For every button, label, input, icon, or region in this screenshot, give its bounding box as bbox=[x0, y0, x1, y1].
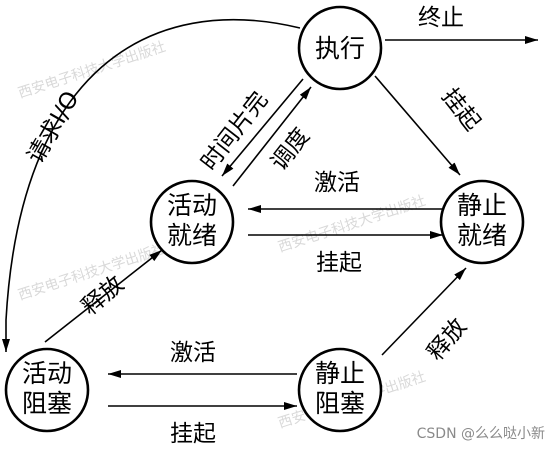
watermark-2: 西安电子科技大学出版社 bbox=[276, 193, 427, 256]
edge-dispatch bbox=[232, 86, 312, 187]
node-active-blocked-line2: 阻塞 bbox=[22, 389, 72, 418]
edge-time-slice bbox=[221, 78, 304, 177]
node-static-blocked: 静止 阻塞 bbox=[297, 347, 383, 433]
label-activate-ready: 激活 bbox=[314, 170, 360, 196]
node-running: 执行 bbox=[297, 5, 383, 91]
edge-io-request bbox=[2, 18, 301, 352]
label-dispatch: 调度 bbox=[266, 123, 315, 175]
node-active-ready: 活动 就绪 bbox=[149, 179, 235, 265]
node-active-blocked: 活动 阻塞 bbox=[4, 347, 90, 433]
csdn-credit: CSDN @么么哒小新 bbox=[417, 425, 545, 442]
watermark-1: 西安电子科技大学出版社 bbox=[16, 39, 167, 102]
edge-suspend-running bbox=[374, 75, 461, 176]
edge-release-active bbox=[44, 249, 163, 343]
node-static-ready-line1: 静止 bbox=[457, 191, 507, 220]
label-terminate: 终止 bbox=[418, 5, 464, 31]
node-static-blocked-line2: 阻塞 bbox=[315, 389, 365, 418]
node-running-label: 执行 bbox=[315, 34, 365, 63]
label-time-slice: 时间片完 bbox=[196, 87, 273, 176]
node-static-ready: 静止 就绪 bbox=[439, 179, 525, 265]
node-active-ready-line2: 就绪 bbox=[167, 221, 217, 250]
label-release-static: 释放 bbox=[423, 314, 472, 366]
label-suspend-blocked: 挂起 bbox=[170, 421, 216, 447]
edges-group bbox=[2, 18, 538, 410]
node-active-blocked-line1: 活动 bbox=[22, 359, 72, 388]
edge-release-static bbox=[381, 267, 467, 356]
node-active-ready-line1: 活动 bbox=[167, 191, 217, 220]
label-suspend-ready: 挂起 bbox=[316, 250, 362, 276]
label-io-request: 请求I/O bbox=[23, 87, 85, 168]
label-suspend-running: 挂起 bbox=[436, 84, 485, 136]
node-static-ready-line2: 就绪 bbox=[457, 221, 507, 250]
node-static-blocked-line1: 静止 bbox=[315, 359, 365, 388]
label-activate-blocked: 激活 bbox=[170, 340, 216, 366]
